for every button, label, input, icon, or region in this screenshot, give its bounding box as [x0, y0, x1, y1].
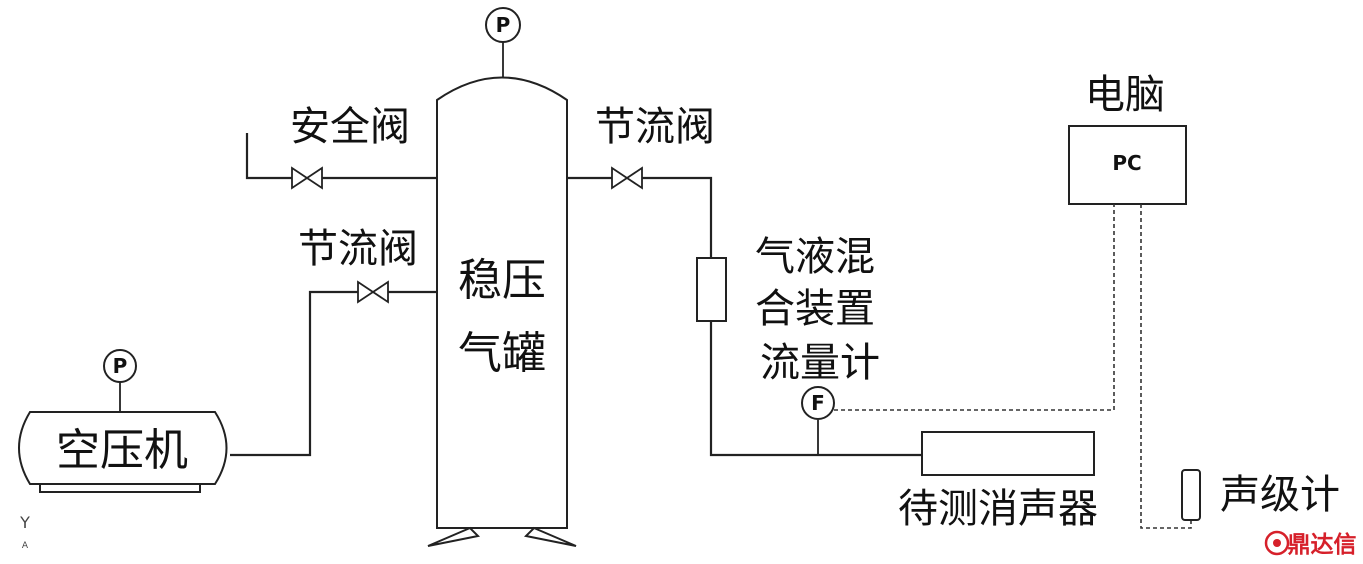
- muffler-under-test: [921, 431, 1095, 476]
- air-compressor: 空压机: [18, 411, 228, 493]
- left-throttle-valve: [357, 280, 389, 304]
- safety-valve-label: 安全阀: [290, 104, 410, 150]
- compressor-outlet-pipe: [230, 290, 358, 457]
- right-throttle-valve-label: 节流阀: [595, 104, 715, 150]
- computer-box: [1068, 125, 1187, 205]
- safety-valve-pipe: [245, 133, 292, 180]
- watermark-text: 鼎达信: [1288, 531, 1357, 558]
- left-throttle-valve-label: 节流阀: [298, 226, 418, 272]
- sound-meter-label: 声级计: [1220, 472, 1340, 518]
- gas-liquid-mixer: [696, 257, 727, 322]
- flow-meter-signal-line: [834, 204, 1115, 411]
- compressor-pressure-gauge: P: [103, 349, 137, 412]
- tank-outlet-pipe: [642, 176, 713, 258]
- tank-label-line2: 气罐: [458, 328, 546, 379]
- mixer-label-line3: 流量计: [760, 340, 880, 386]
- corner-mark-1: Y: [19, 513, 30, 532]
- compressor-gauge-label: P: [113, 354, 128, 378]
- mixer-label-line2: 合装置: [755, 286, 875, 332]
- safety-valve: [291, 166, 323, 190]
- flow-meter-label: F: [811, 391, 825, 415]
- corner-mark-2: A: [22, 541, 29, 551]
- tank-label-line1: 稳压: [458, 255, 546, 306]
- sound-level-meter: [1181, 469, 1201, 521]
- pressure-stabilizing-tank: 稳压 气罐: [427, 76, 577, 547]
- mixer-label-line1: 气液混: [755, 234, 875, 280]
- muffler-label: 待测消声器: [898, 486, 1098, 532]
- computer-label: 电脑: [1085, 72, 1165, 118]
- tank-gauge-label: P: [496, 13, 511, 37]
- flow-meter: F: [801, 386, 835, 455]
- tank-pressure-gauge: P: [485, 7, 521, 77]
- watermark-logo: 鼎达信: [1264, 530, 1357, 558]
- right-throttle-valve: [611, 166, 643, 190]
- pc-label: PC: [1112, 151, 1141, 175]
- compressor-label: 空压机: [56, 425, 188, 476]
- sound-meter-signal-line: [1140, 204, 1192, 529]
